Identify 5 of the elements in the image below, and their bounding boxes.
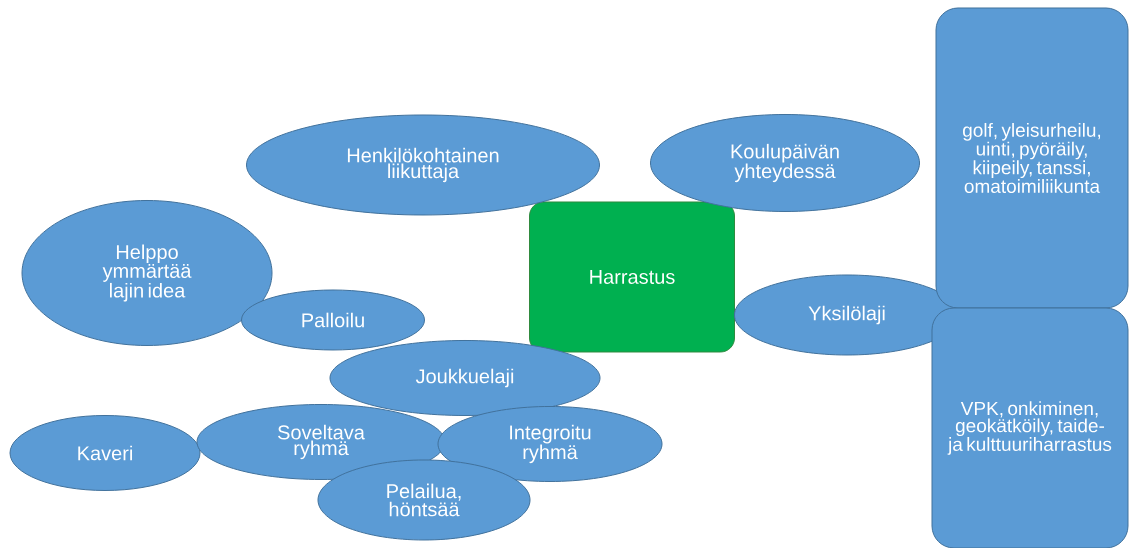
list-box: VPK, onkiminen, geokätköily, taide- ja kulttuuriharrastus (931, 307, 1129, 548)
node-label: Pelailua, höntsää (387, 483, 461, 517)
node-label: golf, yleisurheilu, uinti, pyöräily, kiipeily, tanssi, omatoimiliikunta (963, 122, 1101, 194)
topic-box: Harrastus (529, 201, 735, 353)
list-box: golf, yleisurheilu, uinti, pyöräily, kiipeily, tanssi, omatoimiliikunta (935, 7, 1129, 309)
